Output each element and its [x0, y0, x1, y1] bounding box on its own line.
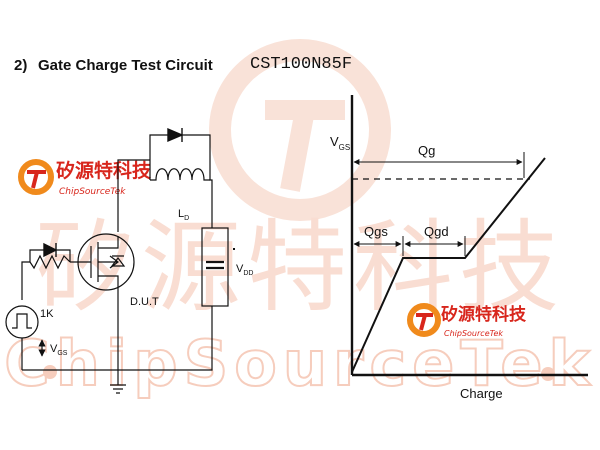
gate-charge-waveform: [350, 95, 588, 377]
vdd-label: VDD: [236, 263, 253, 277]
dut-label: D.U.T: [130, 296, 159, 308]
vdd-supply-plates: [206, 260, 224, 270]
test-circuit: [5, 134, 229, 394]
company-logo: 矽源特科技 ChipSourceTek: [18, 159, 152, 197]
logo-t-icon: [27, 170, 46, 189]
logo-cjk-text: 矽源特科技: [56, 159, 152, 182]
vdd-plus-mark: [233, 248, 235, 250]
company-logo-graph: 矽源特科技 ChipSourceTek: [407, 303, 527, 338]
logo-graph-cjk-text: 矽源特科技: [441, 304, 527, 325]
inductor-coil: [150, 168, 210, 181]
waveform-x-label: Charge: [460, 386, 503, 401]
qgs-label: Qgs: [364, 224, 388, 239]
watermark-cjk-text: 矽源特科技: [35, 209, 565, 326]
wire-gate-left: [21, 261, 30, 300]
dut-body-diode: [110, 255, 126, 267]
vgs-source-label: VGS: [50, 343, 68, 357]
logo-latin-text: ChipSourceTek: [59, 187, 126, 197]
inductor-diode-icon: [167, 127, 184, 143]
inductor-label: LD: [178, 208, 189, 222]
qg-label: Qg: [418, 143, 435, 158]
resistor-label: 1K: [40, 308, 54, 320]
vgs-curve: [351, 157, 546, 373]
logo-graph-latin-text: ChipSourceTek: [444, 329, 503, 338]
qgd-label: Qgd: [424, 224, 449, 239]
logo-ring-icon: [18, 159, 54, 195]
watermark: 矽源特科技 ChipSourceTek: [3, 39, 595, 401]
ground-symbol: [110, 384, 126, 394]
vdd-supply-box: [201, 227, 229, 307]
pulse-source-waveform: [12, 313, 32, 329]
waveform-y-label: VGS: [330, 134, 350, 152]
wire-inductor-right: [209, 160, 213, 228]
watermark-latin-text: ChipSourceTek: [4, 327, 595, 400]
part-number: CST100N85F: [250, 55, 352, 74]
section-number: 2): [14, 57, 27, 74]
section-title: Gate Charge Test Circuit: [38, 57, 213, 74]
logo-graph-ring-icon: [407, 303, 441, 337]
gate-diode-icon: [43, 242, 58, 258]
logo-graph-t-icon: [416, 313, 433, 331]
wire-vdd-down: [22, 306, 213, 371]
gate-resistor: [29, 254, 71, 270]
watermark-dot-left: [43, 365, 57, 379]
wire-drain-up: [117, 159, 150, 232]
watermark-circle-logo: [209, 39, 391, 221]
wire-diode-bracket: [149, 134, 211, 160]
